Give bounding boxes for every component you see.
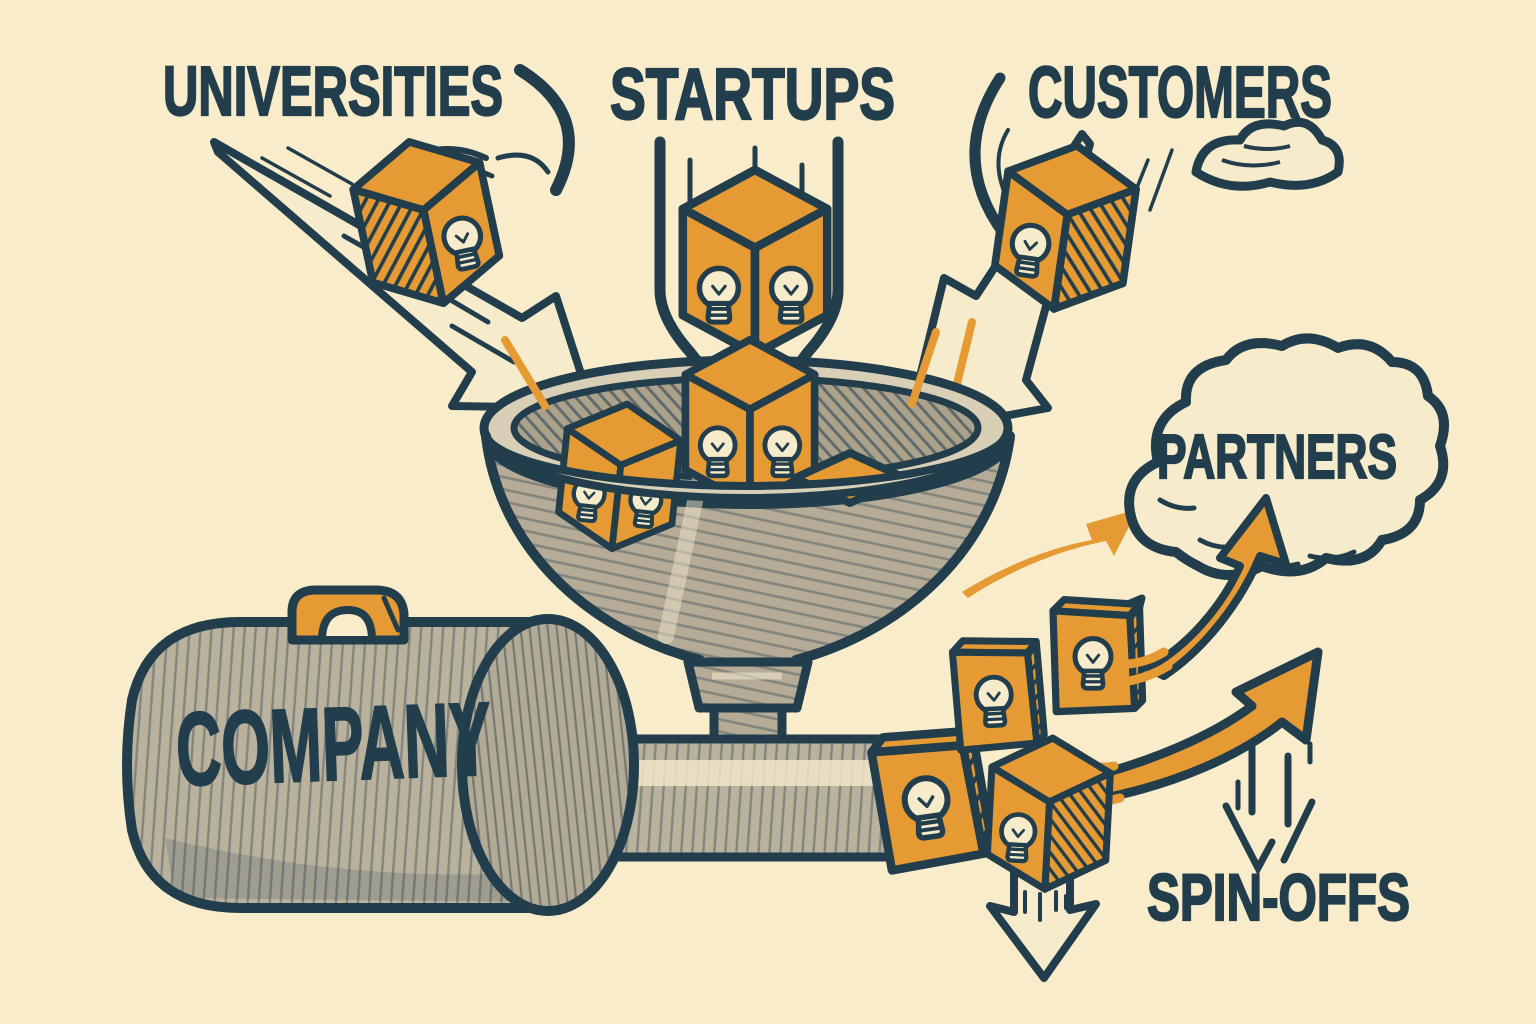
spin-offs-label: SPIN-OFFS — [1147, 860, 1410, 934]
partners-cloud: PARTNERS — [1124, 333, 1449, 580]
customers-label: CUSTOMERS — [1028, 53, 1332, 133]
idea-cube-spinoff — [986, 735, 1112, 892]
cloud-puff-top-right — [1191, 117, 1344, 191]
partners-label: PARTNERS — [1157, 423, 1397, 492]
funnel-front-rim — [480, 429, 1012, 502]
company-label: COMPANY — [174, 681, 493, 808]
idea-cube-outflow — [952, 637, 1045, 751]
tank-body — [122, 617, 553, 913]
tank-icon: COMPANY — [122, 585, 639, 916]
arrow-to-partners — [1119, 494, 1290, 687]
small-orange-arrow — [962, 509, 1138, 598]
tank-handle — [287, 585, 409, 645]
orange-speed-dash — [501, 336, 549, 410]
tank-end-cap — [457, 614, 639, 916]
cloud-icon — [1124, 333, 1449, 580]
startups-label: STARTUPS — [610, 55, 895, 135]
universities-label: UNIVERSITIES — [163, 52, 503, 130]
idea-cube-outflow-2 — [1053, 600, 1143, 712]
sketch-down-arrow — [1222, 738, 1316, 876]
orange-speed-dash — [908, 328, 940, 408]
spinoff-flow — [986, 735, 1112, 982]
idea-cube-startups — [683, 170, 827, 354]
